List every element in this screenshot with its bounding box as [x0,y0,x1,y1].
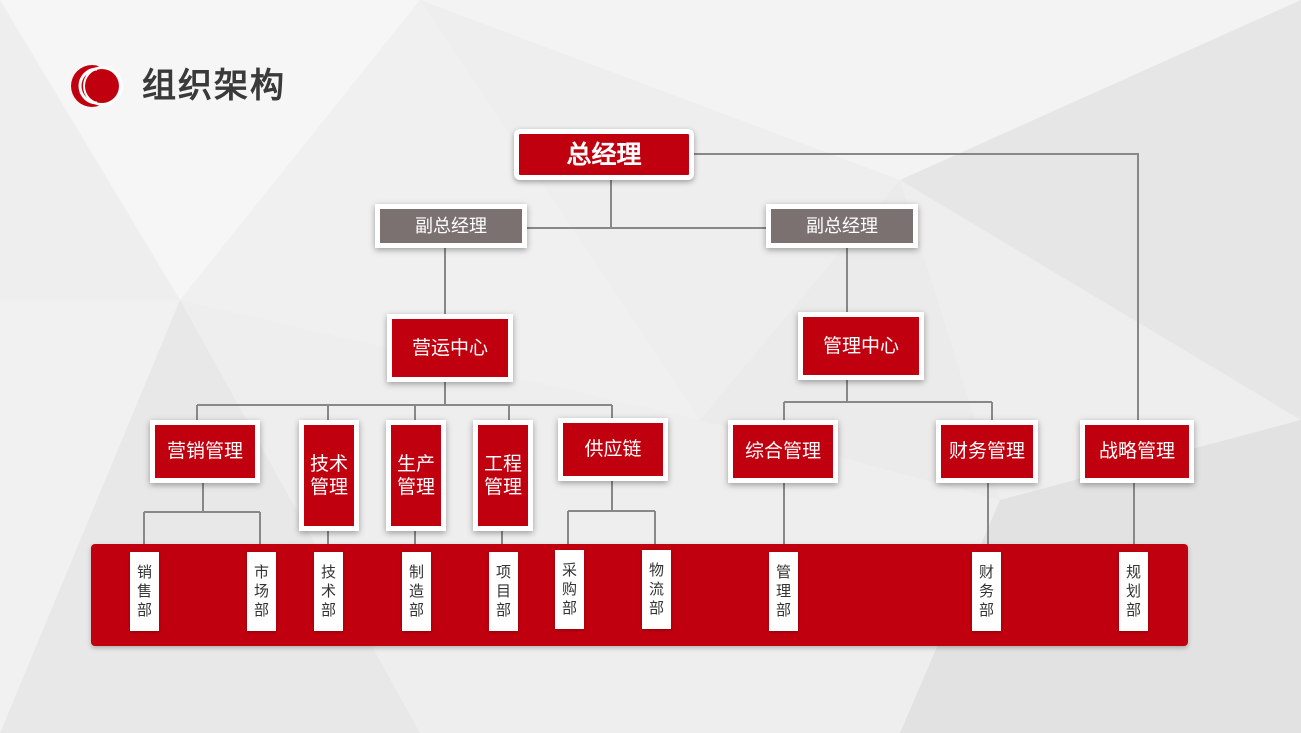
dept-finance: 财务部 [972,552,1001,631]
dept-sales: 销售部 [130,552,159,631]
logo-icon [71,65,123,107]
ops-center-box: 营运中心 [387,314,513,382]
ceo-box: 总经理 [514,129,694,180]
dept-market: 市场部 [247,552,276,631]
page-title: 组织架构 [142,66,286,106]
dept-planning: 规划部 [1119,552,1148,631]
dept-project: 项目部 [489,552,518,631]
production-box: 生产管理 [386,420,446,531]
mgmt-center-box: 管理中心 [798,312,924,380]
dept-tech: 技术部 [314,552,343,631]
dept-manufacturing: 制造部 [402,552,431,631]
general-mgmt-box: 综合管理 [728,420,838,483]
tech-mgmt-box: 技术管理 [299,420,359,531]
dept-purchasing: 采购部 [555,550,584,629]
vp-right-box: 副总经理 [766,204,918,248]
marketing-box: 营销管理 [150,420,260,483]
dept-management: 管理部 [769,552,798,631]
dept-logistics: 物流部 [642,550,671,629]
supply-chain-box: 供应链 [558,418,668,481]
engineering-box: 工程管理 [473,420,533,531]
strategy-mgmt-box: 战略管理 [1080,420,1194,483]
finance-mgmt-box: 财务管理 [936,420,1038,483]
vp-left-box: 副总经理 [375,204,527,248]
